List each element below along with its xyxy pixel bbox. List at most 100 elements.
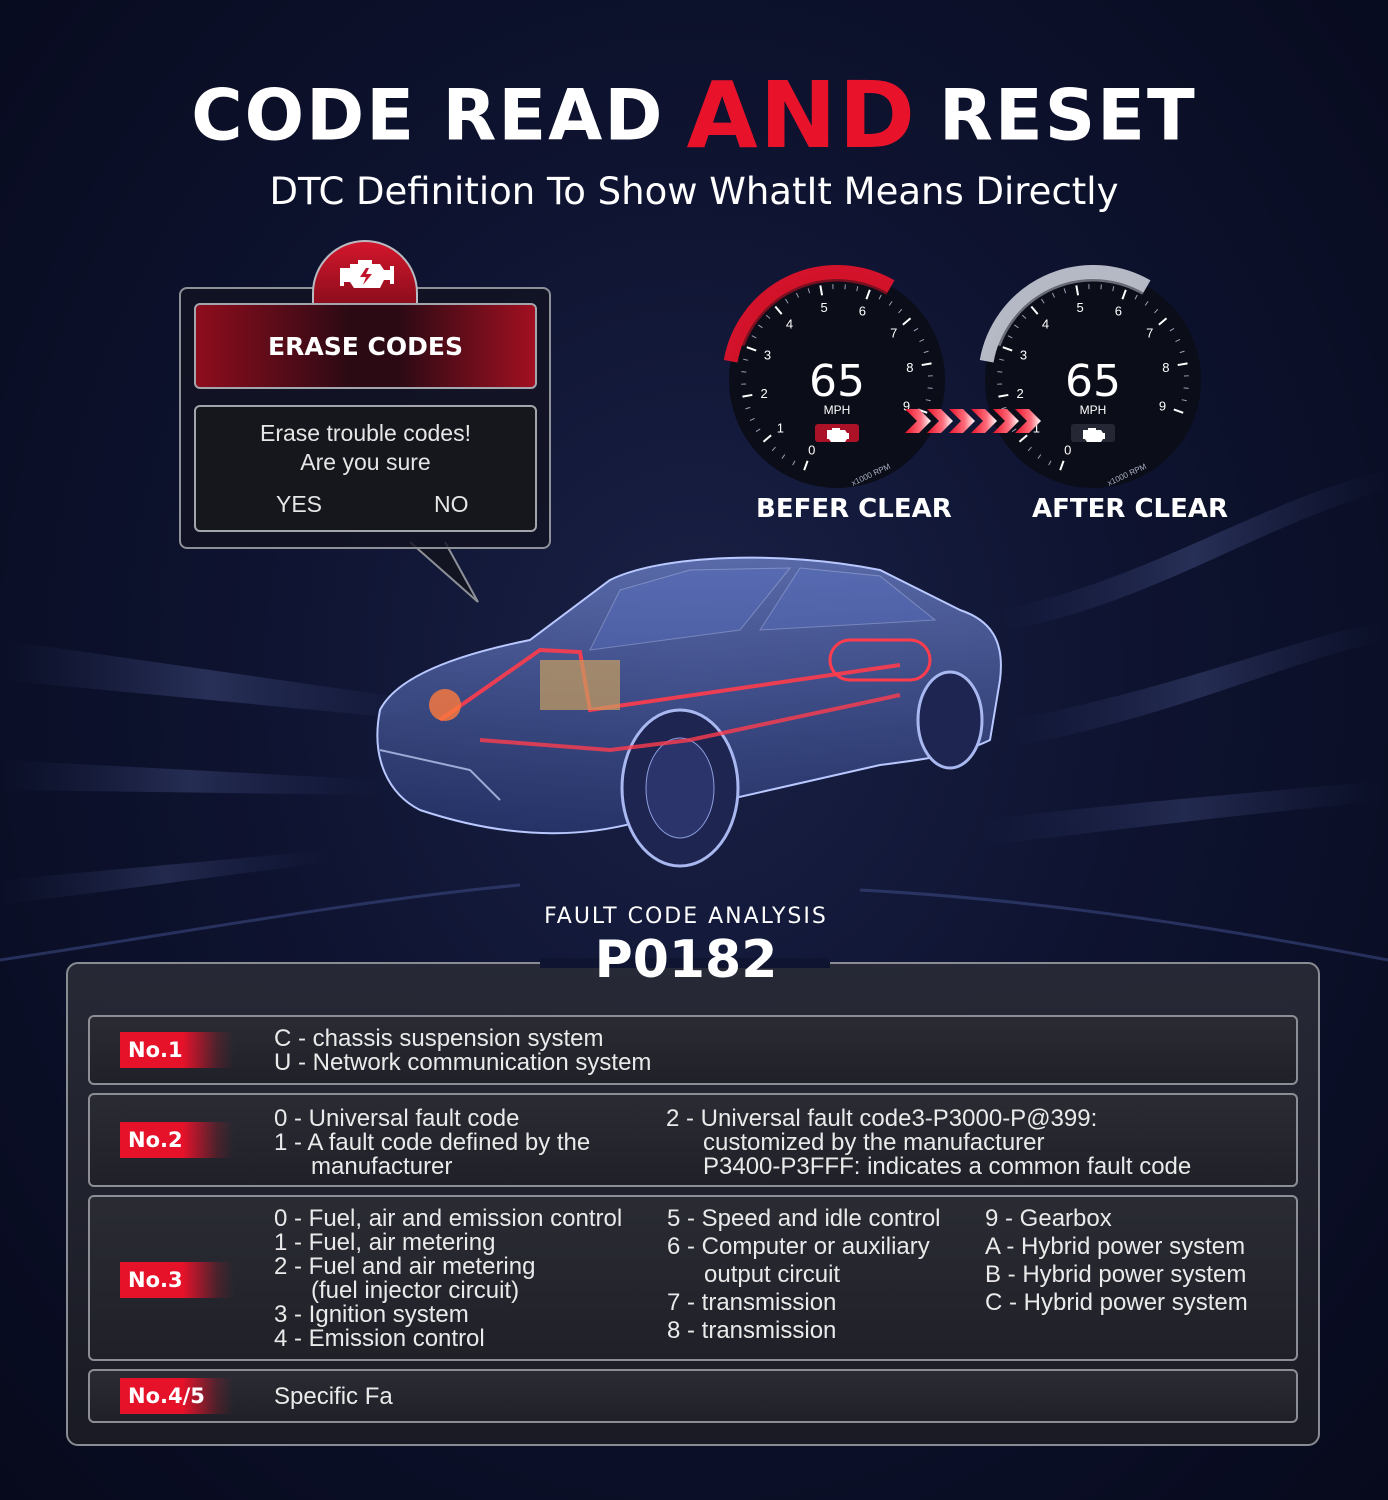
gauge-tick	[819, 285, 824, 296]
transition-arrows-icon	[905, 409, 1041, 433]
fault-code: P0182	[594, 930, 778, 990]
gauge-minor-tick	[749, 418, 755, 422]
headline-accent: AND	[686, 62, 918, 169]
gauge-minor-tick	[1021, 314, 1027, 319]
fault-row-text: 3 - Ignition system	[274, 1301, 469, 1328]
gauge-tick	[1018, 434, 1028, 443]
gauge-tick-label: 9	[1159, 398, 1166, 413]
fault-row-3: No.3 0 - Fuel, air and emission control …	[88, 1195, 1298, 1361]
fault-row-text: B - Hybrid power system	[985, 1261, 1247, 1288]
gauge-tick	[1075, 285, 1080, 296]
gauge-minor-tick	[784, 298, 789, 304]
gauge-speed: 65	[809, 356, 865, 407]
gauge-minor-tick	[1001, 406, 1007, 410]
gauge-minor-tick	[795, 292, 799, 298]
check-engine-glyph	[1083, 428, 1105, 442]
gauge-tick	[1158, 317, 1168, 326]
fault-row-text: C - chassis suspension system	[274, 1025, 604, 1052]
fault-row-2: No.2 0 - Universal fault code 1 - A faul…	[88, 1093, 1298, 1187]
fault-row-text: C - Hybrid power system	[985, 1289, 1248, 1316]
gauge-minor-tick	[1011, 428, 1017, 433]
gauge-minor-tick	[765, 314, 771, 319]
fault-row-text: U - Network communication system	[274, 1049, 652, 1076]
fault-row-text: 6 - Computer or auxiliary	[667, 1233, 930, 1260]
gauge-tick	[1177, 362, 1188, 367]
gauge-unit: MPH	[1080, 403, 1107, 417]
fault-row-text: customized by the manufacturer	[703, 1129, 1045, 1156]
headline-part2: RESET	[939, 74, 1197, 157]
gauge-tick-label: 8	[906, 360, 913, 375]
fault-row-badge: No.3	[120, 1262, 234, 1298]
fault-row-text: 1 - A fault code defined by the	[274, 1129, 591, 1156]
gauge-tick-label: 6	[1115, 303, 1122, 318]
gauge-tick	[803, 460, 809, 471]
gauge-tick-label: 9	[903, 398, 910, 413]
gauge-tick	[774, 305, 783, 315]
gauge-minor-tick	[1179, 350, 1185, 354]
gauge-accent-arc	[979, 265, 1151, 363]
gauge-tick-label: 0	[1064, 443, 1071, 458]
gauge-before-label: BEFER CLEAR	[756, 494, 952, 524]
gauge-inner-arc	[997, 278, 1144, 347]
gauge-minor-tick	[1051, 292, 1055, 298]
erase-message: Erase trouble codes! Are you sure	[196, 419, 535, 477]
gauge-face	[985, 272, 1201, 488]
gauge-minor-tick	[888, 301, 893, 306]
yes-button[interactable]: YES	[276, 491, 323, 517]
gauge-tick-label: 4	[1042, 316, 1049, 331]
gauge-speed: 65	[1065, 356, 1121, 407]
fault-row-1: No.1 C - chassis suspension system U - N…	[88, 1015, 1298, 1085]
gauge-minor-tick	[925, 399, 931, 402]
fault-row-text: 7 - transmission	[667, 1289, 837, 1316]
gauge-minor-tick	[1181, 399, 1187, 402]
erase-confirm-box: Erase trouble codes! Are you sure YES NO	[194, 405, 537, 532]
gauge-tick	[1121, 289, 1127, 300]
gauge-minor-tick	[743, 358, 749, 361]
fault-row-text: 0 - Universal fault code	[274, 1105, 520, 1132]
gauge-tick-label: 5	[1077, 300, 1084, 315]
fault-row-text: 0 - Fuel, air and emission control	[274, 1205, 623, 1232]
gauge-unit: MPH	[824, 403, 851, 417]
gauge-tick-label: 1	[1033, 421, 1040, 436]
fault-row-badge: No.4/5	[120, 1378, 234, 1414]
gauge-minor-tick	[1014, 324, 1019, 329]
gauge-tick-label: 3	[1020, 348, 1027, 363]
gauge-tick	[762, 434, 772, 443]
erase-message-line1: Erase trouble codes!	[260, 420, 471, 446]
gauge-minor-tick	[913, 327, 919, 332]
gauge-tick	[742, 393, 753, 398]
no-button[interactable]: NO	[434, 491, 469, 517]
gauge-minor-tick	[792, 460, 796, 466]
fault-row-text: 8 - transmission	[667, 1317, 837, 1344]
gauge-tick-label: 2	[1017, 386, 1024, 401]
fault-row-text: output circuit	[704, 1261, 841, 1288]
car-xray-illustration	[376, 556, 1002, 868]
fault-row-text: (fuel injector circuit)	[311, 1277, 520, 1304]
gauge-minor-tick	[751, 335, 757, 339]
gauge-tick-label: 1	[777, 421, 784, 436]
gauge-minor-tick	[1112, 286, 1115, 292]
gauge-tick	[1030, 305, 1039, 315]
fault-row-text: 9 - Gearbox	[985, 1205, 1112, 1232]
gauge-accent-arc	[723, 265, 895, 363]
fault-row-text: A - Hybrid power system	[985, 1233, 1246, 1260]
gauge-minor-tick	[758, 324, 763, 329]
gauge-minor-tick	[1063, 288, 1067, 294]
gauge-minor-tick	[878, 294, 882, 300]
gauge-minor-tick	[999, 358, 1005, 361]
gauge-tick	[921, 362, 932, 367]
fault-row-text: 4 - Emission control	[274, 1325, 485, 1352]
gauge-tick	[1059, 460, 1065, 471]
gauge-minor-tick	[1169, 327, 1175, 332]
gauge-tick-label: 7	[890, 325, 897, 340]
erase-codes-title: ERASE CODES	[194, 303, 537, 389]
panel-title-gap	[540, 958, 830, 968]
fault-row-4: No.4/5 Specific Fa	[88, 1369, 1298, 1423]
gauge-minor-tick	[1007, 335, 1013, 339]
gauge-minor-tick	[771, 446, 776, 452]
